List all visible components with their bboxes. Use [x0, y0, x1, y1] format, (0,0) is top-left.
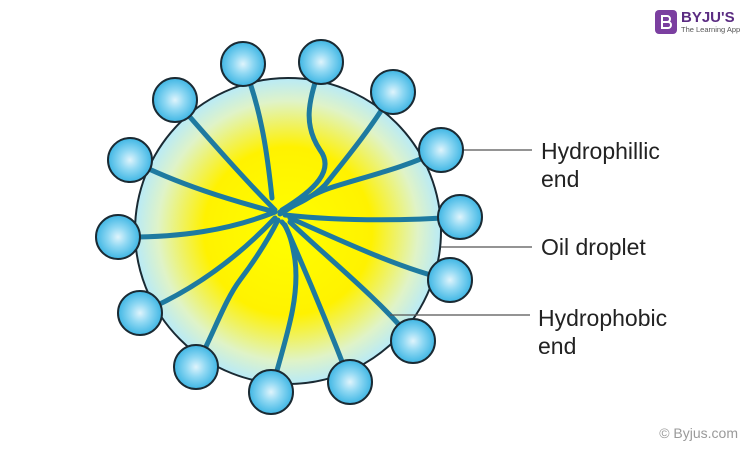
hydrophilic-head: [107, 137, 153, 183]
hydrophilic-head: [173, 344, 219, 390]
label-oil-droplet: Oil droplet: [541, 234, 646, 260]
brand-logo: BYJU'S The Learning App: [655, 10, 740, 34]
hydrophilic-head: [117, 290, 163, 336]
brand-tagline: The Learning App: [681, 25, 741, 34]
hydrophilic-head: [298, 39, 344, 85]
brand-badge-icon: [655, 10, 677, 34]
label-hydrophilic-end: Hydrophillic end: [541, 137, 660, 193]
hydrophobic-tail: [268, 219, 299, 395]
hydrophilic-head: [437, 194, 483, 240]
hydrophilic-heads: [95, 39, 483, 415]
hydrophilic-head: [418, 127, 464, 173]
hydrophilic-head: [152, 77, 198, 123]
hydrophobic-tail: [277, 147, 444, 217]
hydrophobic-tail: [279, 59, 328, 213]
hydrophilic-head: [427, 257, 473, 303]
hydrophilic-head: [327, 359, 373, 405]
label-hydrophobic-line1: Hydrophobic: [538, 305, 668, 331]
hydrophilic-head: [248, 369, 294, 415]
hydrophilic-head: [390, 318, 436, 364]
hydrophilic-head: [95, 214, 141, 260]
label-hydrophobic-end: Hydrophobic end: [538, 304, 667, 360]
hydrophilic-head: [220, 41, 266, 87]
hydrophilic-head: [370, 69, 416, 115]
label-hydrophobic-line2: end: [538, 333, 577, 359]
brand-name: BYJU'S: [681, 9, 735, 26]
label-hydrophilic-line1: Hydrophillic: [541, 138, 660, 164]
hydrophobic-tail: [193, 217, 281, 370]
copyright-text: © Byjus.com: [659, 425, 738, 441]
label-hydrophilic-line2: end: [541, 166, 580, 192]
